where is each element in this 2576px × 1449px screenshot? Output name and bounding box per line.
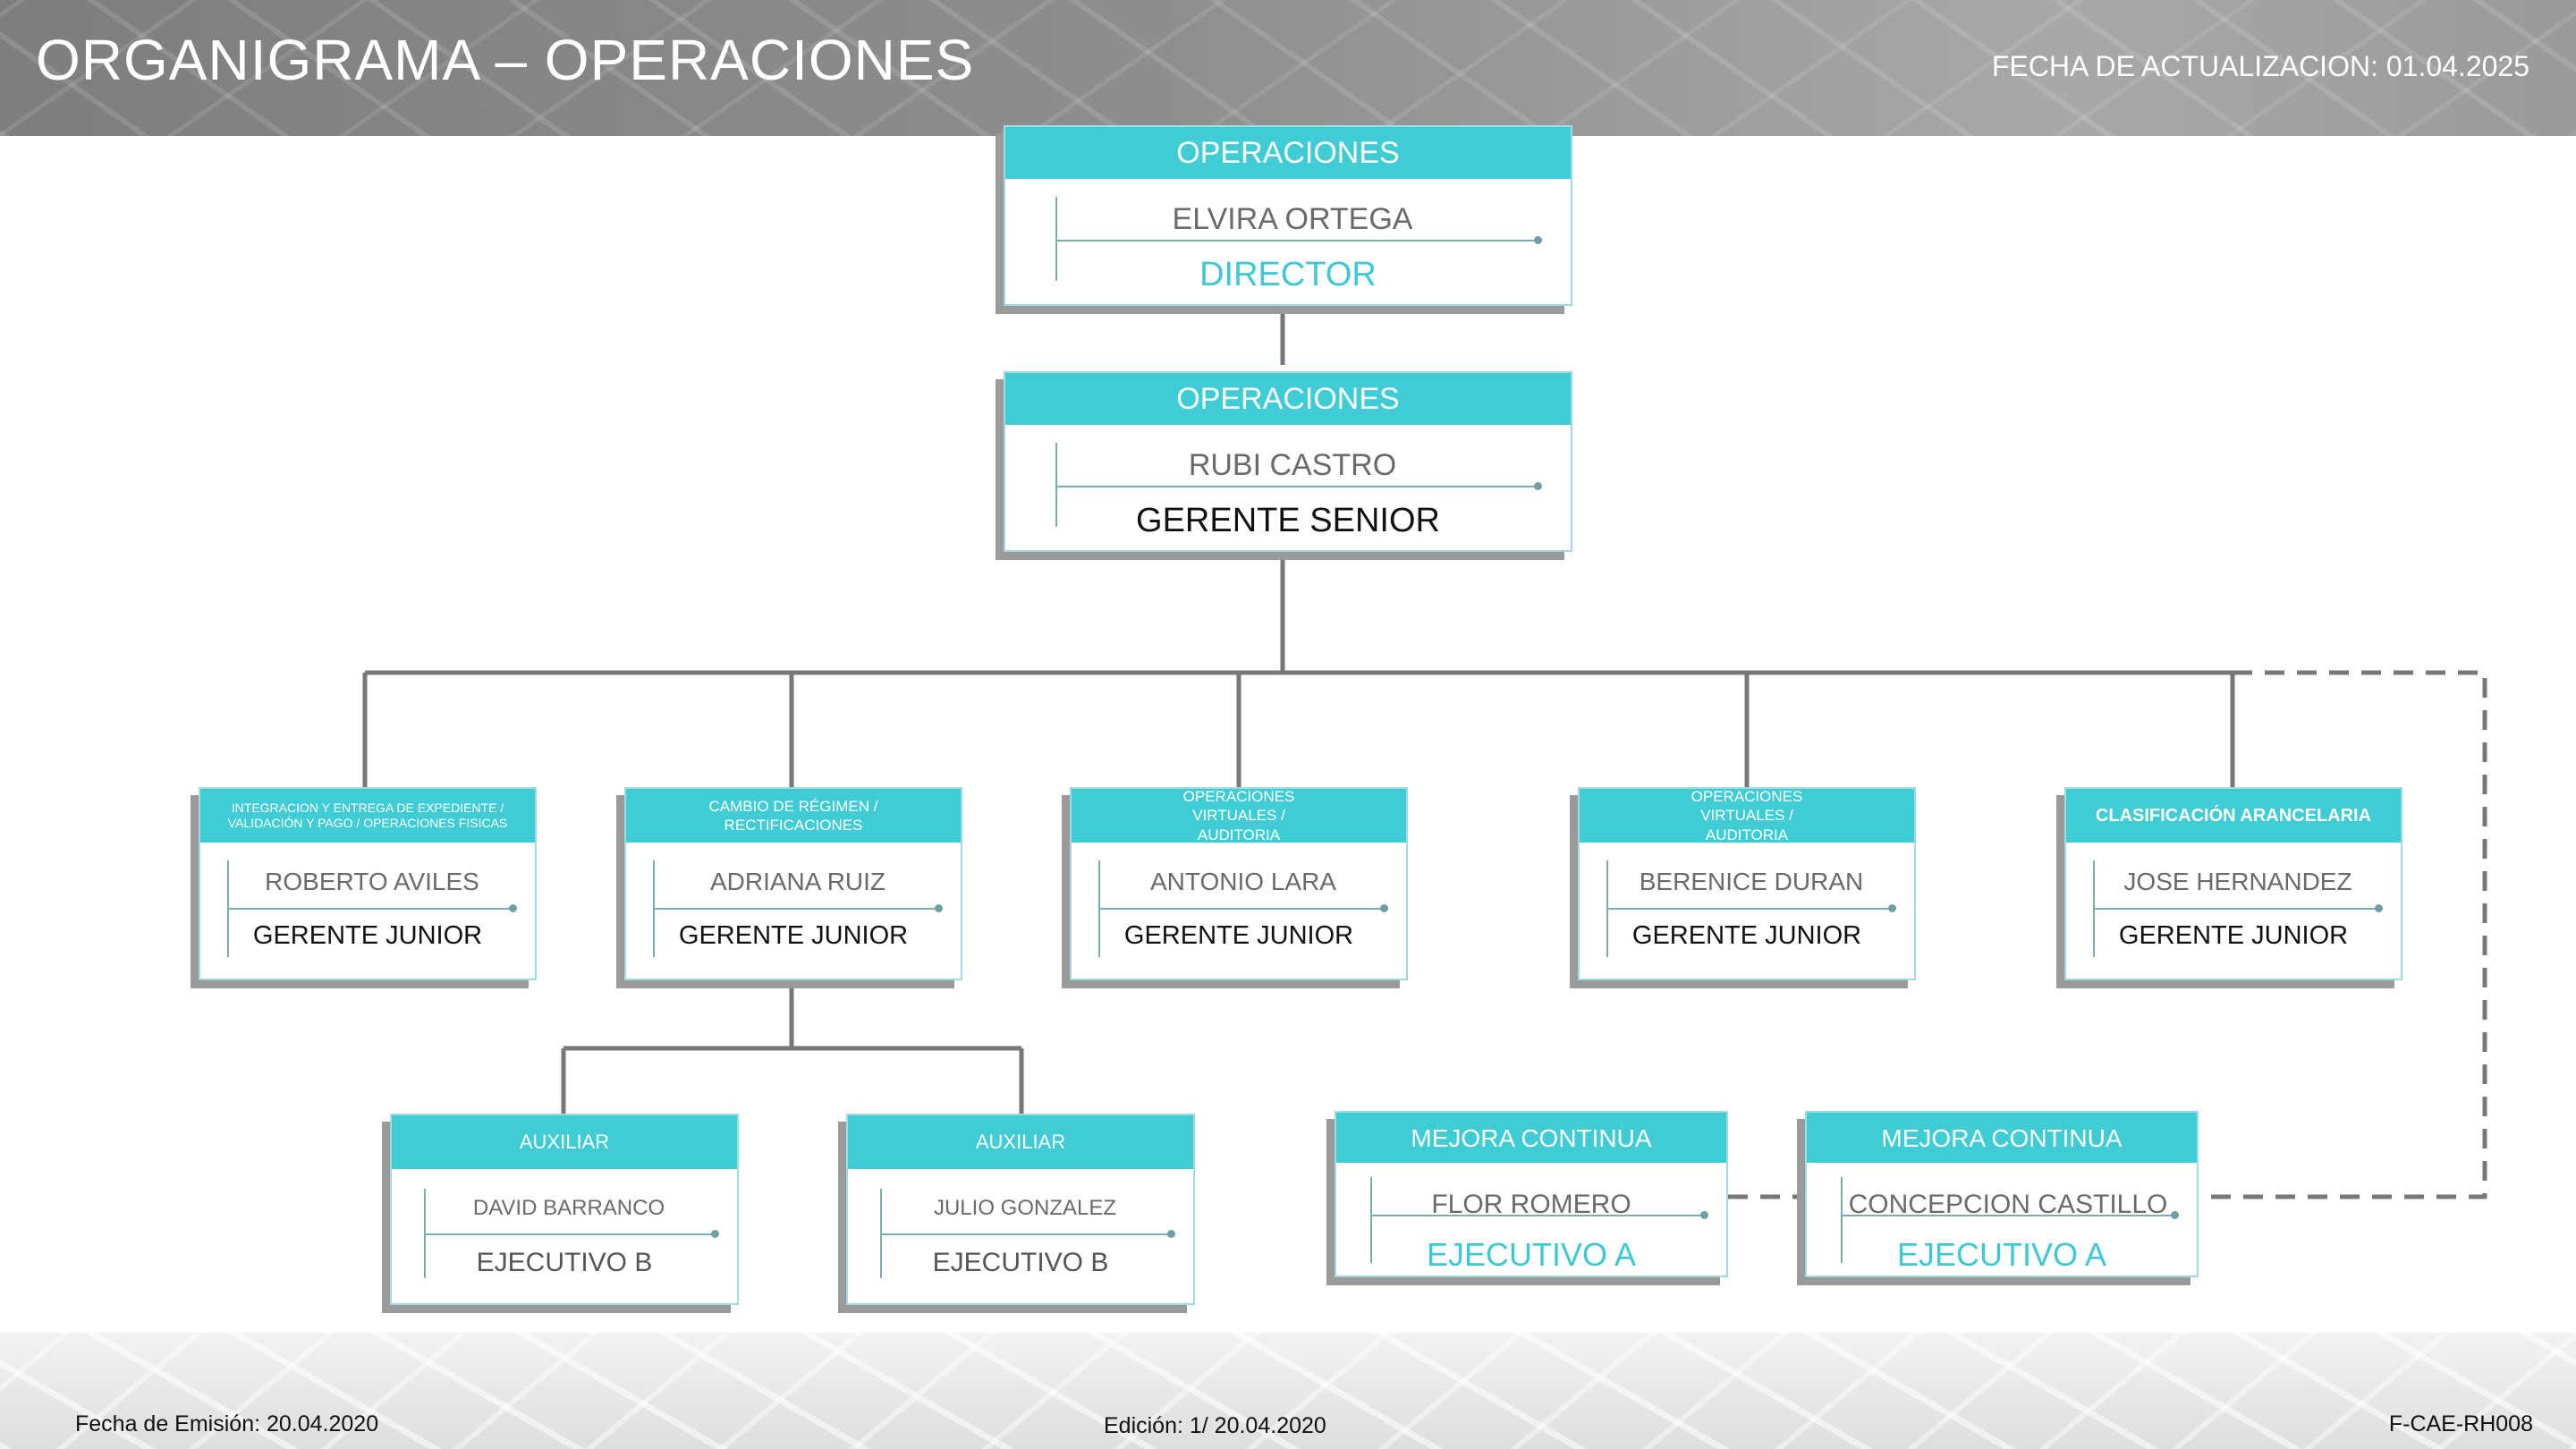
org-card-mejora-2[interactable]: MEJORA CONTINUA CONCEPCION CASTILLO EJEC… xyxy=(1805,1111,2199,1277)
card-area-header: INTEGRACION Y ENTREGA DE EXPEDIENTE / VA… xyxy=(200,789,535,843)
org-card-aux-1[interactable]: AUXILIAR DAVID BARRANCO EJECUTIVO B xyxy=(390,1114,739,1305)
footer-band: Fecha de Emisión: 20.04.2020 Edición: 1/… xyxy=(0,1333,2576,1449)
org-card-gerente-senior[interactable]: OPERACIONES RUBI CASTRO GERENTE SENIOR xyxy=(1004,371,1572,552)
card-divider-dot xyxy=(1380,904,1388,912)
card-area-header: OPERACIONES xyxy=(1005,127,1571,179)
card-area-header: OPERACIONES VIRTUALES / AUDITORIA xyxy=(1580,788,1914,843)
org-card-mejora-1[interactable]: MEJORA CONTINUA FLOR ROMERO EJECUTIVO A xyxy=(1335,1111,1728,1277)
org-card-jr-cambio-regimen[interactable]: CAMBIO DE RÉGIMEN / RECTIFICACIONES ADRI… xyxy=(624,787,962,980)
card-divider-dot xyxy=(1167,1230,1175,1238)
card-person-name: RUBI CASTRO xyxy=(1188,448,1397,482)
card-person-name: ANTONIO LARA xyxy=(1150,868,1336,895)
card-divider xyxy=(1841,1215,2175,1216)
card-role: EJECUTIVO B xyxy=(932,1248,1109,1277)
org-card-jr-virtuales-2[interactable]: OPERACIONES VIRTUALES / AUDITORIA BERENI… xyxy=(1578,787,1916,980)
card-area-header: OPERACIONES xyxy=(1005,373,1571,425)
card-divider xyxy=(424,1233,716,1235)
page-title: ORGANIGRAMA – OPERACIONES xyxy=(36,28,975,92)
card-person-name: ROBERTO AVILES xyxy=(265,868,479,895)
document-code: F-CAE-RH008 xyxy=(2388,1411,2533,1436)
card-divider-dot xyxy=(2171,1211,2179,1219)
card-accent-bar xyxy=(1055,197,1057,281)
card-divider-dot xyxy=(711,1230,719,1238)
card-area-header: CAMBIO DE RÉGIMEN / RECTIFICACIONES xyxy=(626,789,961,843)
card-area-header: AUXILIAR xyxy=(392,1115,737,1169)
card-area-header: MEJORA CONTINUA xyxy=(1807,1113,2197,1163)
card-role: GERENTE JUNIOR xyxy=(1631,921,1862,950)
card-role: GERENTE SENIOR xyxy=(1136,502,1440,539)
card-area-header: OPERACIONES VIRTUALES / AUDITORIA xyxy=(1072,788,1406,843)
card-person-name: BERENICE DURAN xyxy=(1639,868,1864,895)
card-accent-bar xyxy=(1841,1177,1843,1263)
card-accent-bar xyxy=(1370,1177,1372,1263)
card-role: EJECUTIVO A xyxy=(1426,1236,1637,1273)
org-card-aux-2[interactable]: AUXILIAR JULIO GONZALEZ EJECUTIVO B xyxy=(846,1114,1195,1305)
org-card-director[interactable]: OPERACIONES ELVIRA ORTEGA DIRECTOR xyxy=(1004,125,1572,306)
card-divider xyxy=(1055,486,1538,487)
card-person-name: FLOR ROMERO xyxy=(1431,1190,1631,1219)
card-role: GERENTE JUNIOR xyxy=(1123,921,1354,950)
card-divider-dot xyxy=(1700,1211,1708,1219)
card-divider xyxy=(653,908,939,910)
card-divider xyxy=(1370,1215,1705,1216)
card-divider xyxy=(1098,908,1385,910)
card-area-header: AUXILIAR xyxy=(848,1115,1193,1169)
card-role: EJECUTIVO A xyxy=(1896,1236,2107,1273)
card-divider-dot xyxy=(509,904,517,912)
dashed-connector-mejora xyxy=(2199,670,2487,1199)
card-person-name: ADRIANA RUIZ xyxy=(709,868,886,895)
update-date: FECHA DE ACTUALIZACION: 01.04.2025 xyxy=(1991,50,2529,82)
card-divider-dot xyxy=(935,904,943,912)
card-person-name: CONCEPCION CASTILLO xyxy=(1848,1190,2168,1219)
card-role: DIRECTOR xyxy=(1199,256,1377,293)
card-role: GERENTE JUNIOR xyxy=(678,921,909,950)
card-area-header: CLASIFICACIÓN ARANCELARIA xyxy=(2066,789,2401,843)
card-person-name: JOSE HERNANDEZ xyxy=(2123,868,2352,895)
card-role: GERENTE JUNIOR xyxy=(2118,921,2349,950)
card-person-name: DAVID BARRANCO xyxy=(472,1196,665,1220)
card-divider-dot xyxy=(1888,904,1896,912)
emission-date: Fecha de Emisión: 20.04.2020 xyxy=(75,1411,379,1436)
card-role: GERENTE JUNIOR xyxy=(252,921,483,950)
card-divider-dot xyxy=(1534,236,1542,244)
card-divider-dot xyxy=(2375,904,2383,912)
org-card-jr-integracion[interactable]: INTEGRACION Y ENTREGA DE EXPEDIENTE / VA… xyxy=(199,787,537,980)
org-card-jr-virtuales-1[interactable]: OPERACIONES VIRTUALES / AUDITORIA ANTONI… xyxy=(1070,787,1408,980)
card-divider xyxy=(2093,908,2379,910)
edition-info: Edición: 1/ 20.04.2020 xyxy=(1104,1413,1326,1438)
card-divider xyxy=(880,1233,1172,1235)
card-divider-dot xyxy=(1534,482,1542,490)
card-divider xyxy=(1606,908,1893,910)
header-band: ORGANIGRAMA – OPERACIONES FECHA DE ACTUA… xyxy=(0,0,2576,136)
card-person-name: JULIO GONZALEZ xyxy=(933,1196,1117,1220)
org-card-jr-clasificacion[interactable]: CLASIFICACIÓN ARANCELARIA JOSE HERNANDEZ… xyxy=(2064,787,2402,980)
card-area-header: MEJORA CONTINUA xyxy=(1336,1113,1726,1163)
card-accent-bar xyxy=(1055,443,1057,527)
card-role: EJECUTIVO B xyxy=(476,1248,653,1277)
card-person-name: ELVIRA ORTEGA xyxy=(1172,202,1413,236)
card-divider xyxy=(227,908,513,910)
card-divider xyxy=(1055,240,1538,242)
